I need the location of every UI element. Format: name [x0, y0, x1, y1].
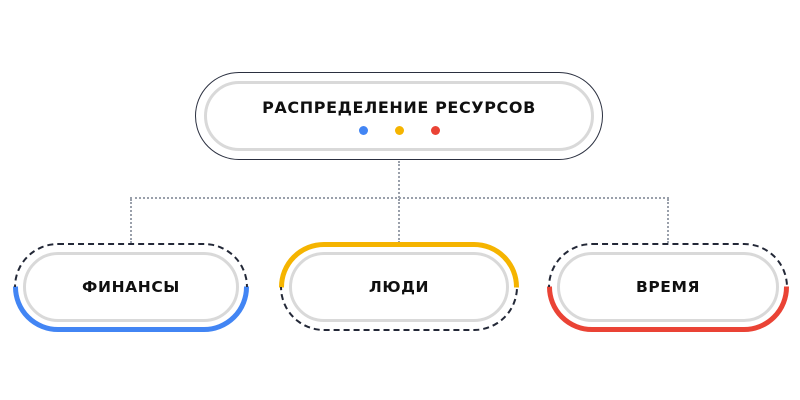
connector-drop-finances: [130, 199, 132, 243]
root-status-dots: [358, 125, 440, 135]
connector-root-stem: [398, 161, 400, 198]
root-label: РАСПРЕДЕЛЕНИЕ РЕСУРСОВ: [262, 97, 536, 117]
connector-drop-people: [398, 199, 400, 243]
dot-blue-icon: [358, 125, 368, 135]
finances-label: ФИНАНСЫ: [82, 278, 180, 296]
node-root: РАСПРЕДЕЛЕНИЕ РЕСУРСОВ: [195, 72, 603, 160]
dot-red-icon: [430, 125, 440, 135]
node-finances: ФИНАНСЫ: [13, 243, 249, 332]
dot-yellow-icon: [394, 125, 404, 135]
connector-drop-time: [667, 199, 669, 243]
node-time: ВРЕМЯ: [547, 243, 789, 332]
node-people: ЛЮДИ: [279, 242, 519, 331]
connector-horizontal-rail: [130, 197, 669, 199]
people-label: ЛЮДИ: [368, 278, 430, 296]
root-content: РАСПРЕДЕЛЕНИЕ РЕСУРСОВ: [196, 73, 602, 159]
time-label: ВРЕМЯ: [635, 278, 701, 296]
